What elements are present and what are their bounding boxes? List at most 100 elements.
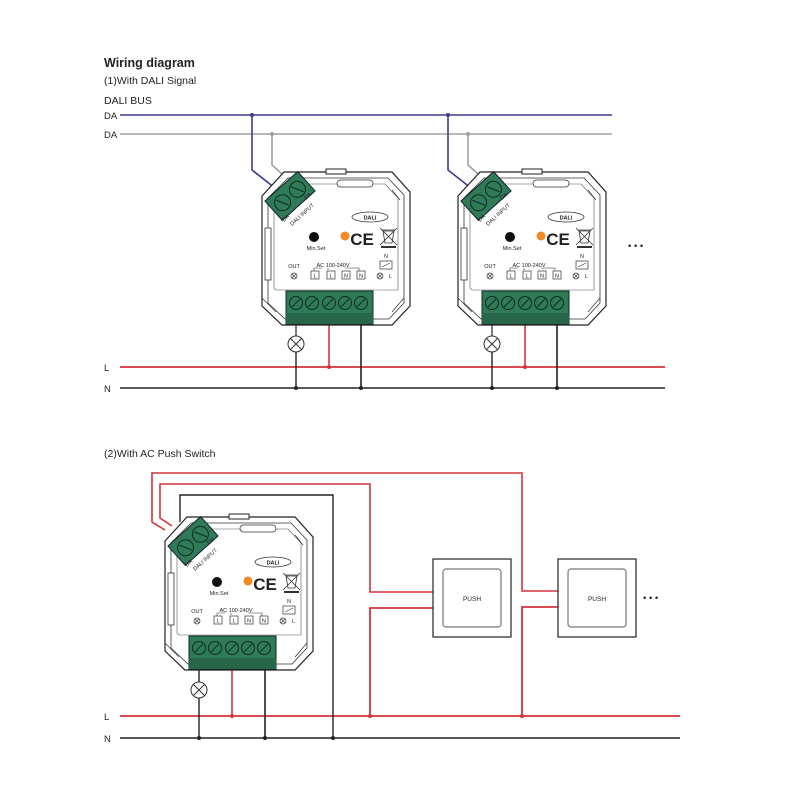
dali-logo xyxy=(547,211,585,223)
lamp-icon xyxy=(483,335,501,353)
terminal-marker xyxy=(341,270,351,280)
da1-label: DA xyxy=(104,111,118,122)
lamp-icon xyxy=(287,335,305,353)
l-label-2: L xyxy=(104,712,109,723)
junction xyxy=(490,386,494,390)
side-slot xyxy=(460,227,468,281)
terminal-marker xyxy=(552,270,562,280)
dali-bus-label: DALI BUS xyxy=(104,95,152,107)
junction xyxy=(359,386,363,390)
lamp-icon xyxy=(190,681,208,699)
min-set-label: Min.Set xyxy=(210,591,229,597)
top-slot xyxy=(239,524,277,533)
junction xyxy=(446,113,450,117)
da-terminal-label: DA xyxy=(281,214,291,224)
weee-bin-icon xyxy=(379,227,398,248)
switch-wire-outer xyxy=(151,472,558,592)
top-tab xyxy=(521,168,543,175)
section1-heading: (1)With DALI Signal xyxy=(104,75,196,87)
diagram-title: Wiring diagram xyxy=(104,56,195,70)
terminal-marker-label: N xyxy=(262,619,266,625)
terminal-marker xyxy=(259,615,269,625)
top-slot xyxy=(532,179,570,188)
terminal-marker xyxy=(244,615,254,625)
terminal-marker-label: L xyxy=(525,274,528,280)
terminal-marker-label: L xyxy=(232,619,235,625)
weee-bin-icon xyxy=(575,227,594,248)
neutral-loop xyxy=(179,494,334,738)
terminal-marker-label: L xyxy=(313,274,316,280)
dali-logo-text: DALI xyxy=(560,216,573,222)
push-switch-1[interactable]: PUSH xyxy=(432,558,512,638)
relay-l-label: L xyxy=(389,274,392,280)
junction xyxy=(520,714,524,718)
relay-l-label: L xyxy=(585,274,588,280)
terminal-marker xyxy=(537,270,547,280)
switch-live-2 xyxy=(521,606,558,716)
more-devices-1: • • • xyxy=(628,241,643,252)
dali-logo-text: DALI xyxy=(364,216,377,222)
junction xyxy=(327,365,331,369)
min-set-button[interactable] xyxy=(505,232,515,242)
dali-input-terminal xyxy=(460,170,512,222)
out-label: OUT xyxy=(288,264,300,270)
status-led xyxy=(243,576,253,586)
min-set-button[interactable] xyxy=(212,577,222,587)
device-body xyxy=(261,171,411,326)
terminal-marker-label: N xyxy=(247,619,251,625)
out-label: OUT xyxy=(191,609,203,615)
junction xyxy=(368,714,372,718)
terminal-marker-label: N xyxy=(344,274,348,280)
terminal-marker xyxy=(522,270,532,280)
device-body xyxy=(164,516,314,671)
min-set-label: Min.Set xyxy=(503,246,522,252)
da-terminal-label: DA xyxy=(184,559,194,569)
da-terminal-label: DA xyxy=(303,192,313,202)
switch-live-1 xyxy=(369,607,433,716)
more-switches: • • • xyxy=(643,593,658,604)
da-terminal-label: DA xyxy=(206,537,216,547)
n-label-1: N xyxy=(104,384,111,395)
ac-voltage-label: AC 100-240V xyxy=(316,263,349,269)
junction xyxy=(230,714,234,718)
push-switch-2[interactable]: PUSH xyxy=(557,558,637,638)
out-label: OUT xyxy=(484,264,496,270)
n-label-2: N xyxy=(104,734,111,745)
terminal-marker xyxy=(213,615,223,625)
ac-voltage-label: AC 100-240V xyxy=(219,608,252,614)
ce-mark: CE xyxy=(253,575,277,594)
da-wire xyxy=(447,115,477,193)
terminal-marker-label: N xyxy=(555,274,559,280)
status-led xyxy=(536,231,546,241)
terminal-marker-label: L xyxy=(509,274,512,280)
junction xyxy=(263,736,267,740)
push2-label: PUSH xyxy=(588,596,606,603)
terminal-marker xyxy=(356,270,366,280)
terminal-marker-label: N xyxy=(359,274,363,280)
device-body xyxy=(457,171,607,326)
side-slot xyxy=(167,572,175,626)
terminal-marker xyxy=(506,270,516,280)
da-terminal-label: DA xyxy=(499,192,509,202)
da-terminal-label: DA xyxy=(477,214,487,224)
top-tab xyxy=(228,513,250,520)
weee-bin-icon xyxy=(282,572,301,593)
terminal-marker xyxy=(326,270,336,280)
junction xyxy=(197,736,201,740)
min-set-button[interactable] xyxy=(309,232,319,242)
dali-input-terminal xyxy=(167,515,219,567)
relay-n-label: N xyxy=(384,254,388,260)
side-slot xyxy=(264,227,272,281)
terminal-marker-label: N xyxy=(540,274,544,280)
push1-label: PUSH xyxy=(463,596,481,603)
l-label-1: L xyxy=(104,363,109,374)
da2-label: DA xyxy=(104,130,118,141)
ce-mark: CE xyxy=(546,230,570,249)
ce-mark: CE xyxy=(350,230,374,249)
switch-wire-inner xyxy=(159,483,433,593)
